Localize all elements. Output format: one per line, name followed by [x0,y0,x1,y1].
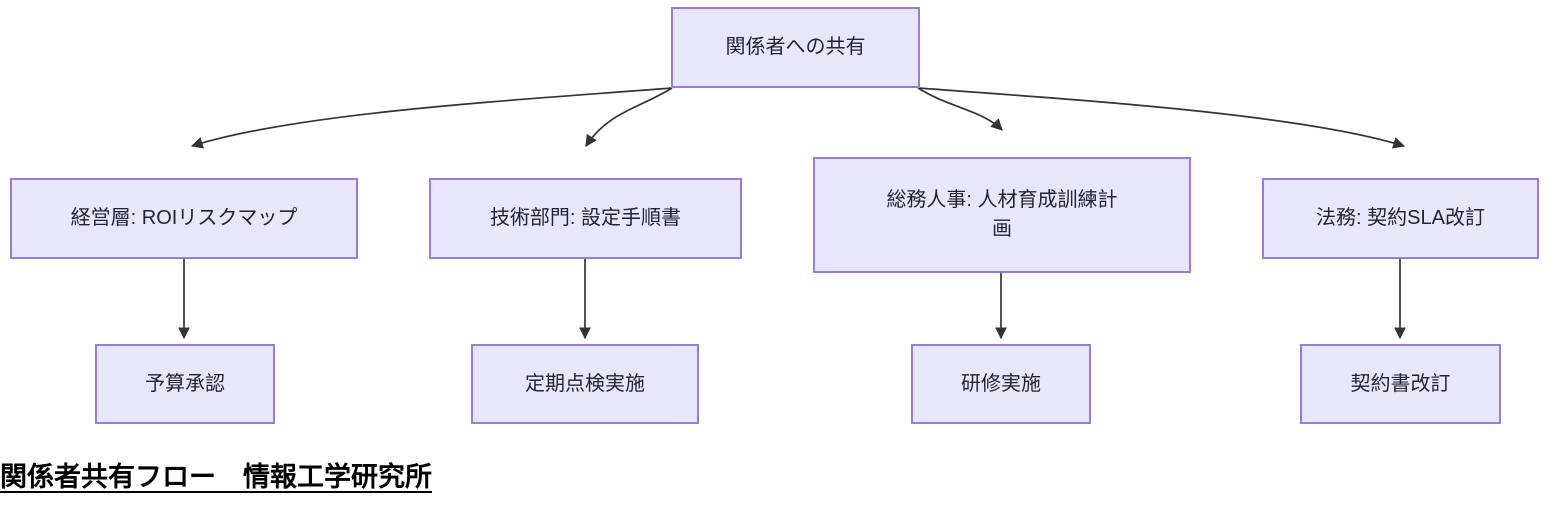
node-mgmt[interactable]: 経営層: ROIリスクマップ [10,178,358,259]
node-budget[interactable]: 予算承認 [95,344,275,424]
edge-root-to-tech [585,87,673,147]
node-train[interactable]: 研修実施 [911,344,1091,424]
node-check[interactable]: 定期点検実施 [471,344,699,424]
edge-root-to-legal [917,87,1406,149]
node-legal[interactable]: 法務: 契約SLA改訂 [1262,178,1539,259]
edge-root-to-mgmt [190,87,673,149]
node-hr[interactable]: 総務人事: 人材育成訓練計 画 [813,157,1191,273]
edge-root-to-hr [917,87,1003,131]
node-contract[interactable]: 契約書改訂 [1300,344,1501,424]
diagram-caption: 関係者共有フロー 情報工学研究所 [0,462,432,492]
node-tech[interactable]: 技術部門: 設定手順書 [429,178,742,259]
node-root[interactable]: 関係者への共有 [671,7,920,88]
